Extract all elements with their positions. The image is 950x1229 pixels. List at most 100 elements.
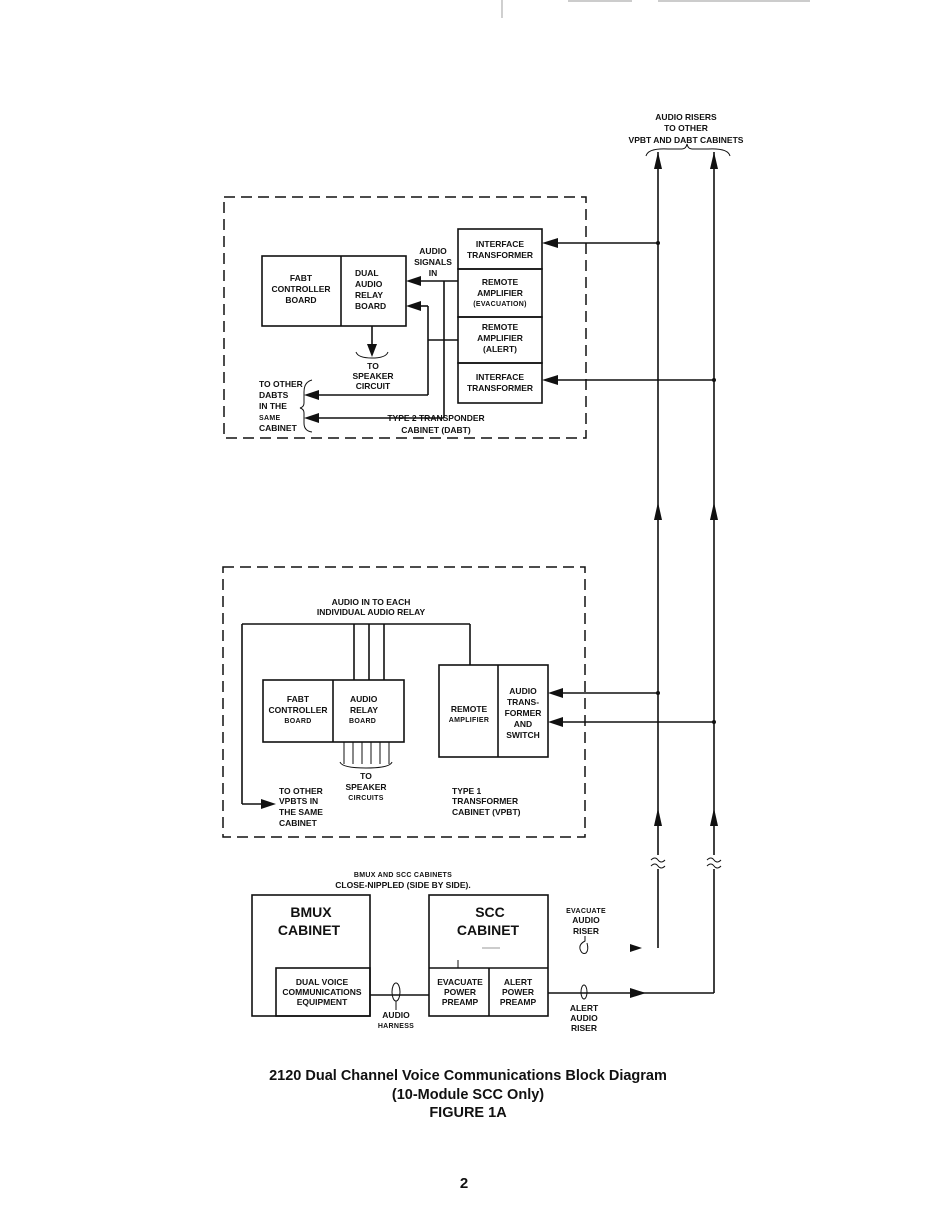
- break-mark-icon: [706, 857, 722, 869]
- dabt-cabinet-label: TYPE 2 TRANSPONDER CABINET (DABT): [387, 413, 484, 435]
- svg-text:TO OTHER: TO OTHER: [259, 379, 303, 389]
- figure-number: FIGURE 1A: [429, 1105, 507, 1121]
- arrow-left-icon: [406, 301, 421, 311]
- svg-text:RISER: RISER: [573, 926, 599, 936]
- svg-text:AUDIO IN TO EACH: AUDIO IN TO EACH: [332, 597, 411, 607]
- fabt-controller-board-label: FABT CONTROLLER BOARD: [271, 273, 330, 305]
- dabt-to-speaker-label: TO SPEAKER CIRCUIT: [352, 361, 393, 391]
- arrow-left-icon: [304, 390, 319, 400]
- arrow-right-icon: [630, 988, 646, 998]
- arrow-left-icon: [542, 238, 558, 248]
- dual-audio-relay-board-label: DUAL AUDIO RELAY BOARD: [355, 268, 386, 311]
- svg-text:AUDIO: AUDIO: [509, 686, 537, 696]
- svg-text:TRANS-: TRANS-: [507, 697, 539, 707]
- bmux-scc-section: BMUX AND SCC CABINETS CLOSE-NIPPLED (SID…: [251, 872, 714, 1033]
- svg-text:BOARD: BOARD: [284, 718, 311, 725]
- svg-text:TRANSFORMER: TRANSFORMER: [467, 383, 533, 393]
- riser-arrow-up-icon: [654, 808, 662, 826]
- svg-text:TYPE 2 TRANSPONDER: TYPE 2 TRANSPONDER: [387, 413, 484, 423]
- alert-audio-riser-label: ALERT AUDIO RISER: [570, 1003, 599, 1033]
- scc-cabinet-title: SCC: [475, 904, 505, 920]
- svg-text:DABTS: DABTS: [259, 390, 289, 400]
- riser-arrow-up-icon: [654, 502, 662, 520]
- svg-text:TYPE 1: TYPE 1: [452, 786, 482, 796]
- arrow-left-icon: [548, 717, 563, 727]
- svg-text:AMPLIFIER: AMPLIFIER: [477, 333, 523, 343]
- riser-arrow-up-icon: [654, 152, 662, 169]
- audio-harness-label: AUDIO HARNESS: [378, 1010, 414, 1030]
- svg-text:CABINET: CABINET: [278, 922, 341, 938]
- svg-text:BMUX AND SCC CABINETS: BMUX AND SCC CABINETS: [354, 872, 452, 879]
- svg-text:(ALERT): (ALERT): [483, 344, 517, 354]
- svg-text:TO OTHER: TO OTHER: [279, 786, 323, 796]
- riser-brace: [645, 143, 731, 157]
- arrow-right-icon: [630, 944, 642, 952]
- svg-text:IN: IN: [429, 268, 438, 278]
- figure-caption-title: 2120 Dual Channel Voice Communications B…: [269, 1068, 667, 1084]
- svg-text:AUDIO: AUDIO: [572, 915, 600, 925]
- svg-text:CABINET: CABINET: [457, 922, 520, 938]
- svg-text:FABT: FABT: [287, 694, 310, 704]
- svg-text:COMMUNICATIONS: COMMUNICATIONS: [282, 987, 361, 997]
- vpbt-cabinet-label: TYPE 1 TRANSFORMER CABINET (VPBT): [452, 786, 521, 817]
- svg-text:DUAL: DUAL: [355, 268, 379, 278]
- svg-text:POWER: POWER: [502, 987, 534, 997]
- evacuate-riser-coupling-icon: [579, 936, 589, 954]
- riser-arrow-up-icon: [710, 152, 718, 169]
- svg-text:IN THE: IN THE: [259, 401, 287, 411]
- svg-text:BOARD: BOARD: [285, 295, 316, 305]
- close-nippled-label: BMUX AND SCC CABINETS CLOSE-NIPPLED (SID…: [335, 872, 470, 890]
- svg-text:CLOSE-NIPPLED (SIDE BY SIDE).: CLOSE-NIPPLED (SIDE BY SIDE).: [335, 880, 470, 890]
- svg-text:RISER: RISER: [571, 1023, 597, 1033]
- svg-text:TRANSFORMER: TRANSFORMER: [452, 796, 518, 806]
- dabt-cabinet: FABT CONTROLLER BOARD DUAL AUDIO RELAY B…: [223, 196, 714, 439]
- svg-text:POWER: POWER: [444, 987, 476, 997]
- svg-text:TO: TO: [367, 361, 379, 371]
- svg-text:AUDIO RISERS: AUDIO RISERS: [655, 112, 717, 122]
- interface-transformer-bottom-box: [457, 362, 543, 404]
- svg-text:INTERFACE: INTERFACE: [476, 239, 525, 249]
- interface-transformer-top-box: [457, 228, 543, 270]
- svg-text:TO OTHER: TO OTHER: [664, 123, 708, 133]
- svg-text:SPEAKER: SPEAKER: [352, 371, 393, 381]
- figure-caption-subtitle: (10-Module SCC Only): [391, 1087, 545, 1103]
- svg-text:ALERT: ALERT: [504, 977, 533, 987]
- svg-text:FABT: FABT: [290, 273, 313, 283]
- svg-text:AUDIO: AUDIO: [570, 1013, 598, 1023]
- riser-lines: [650, 152, 722, 993]
- svg-text:ALERT: ALERT: [570, 1003, 599, 1013]
- svg-text:SWITCH: SWITCH: [506, 730, 540, 740]
- svg-text:CIRCUITS: CIRCUITS: [348, 795, 383, 802]
- vpbt-cabinet: AUDIO IN TO EACH INDIVIDUAL AUDIO RELAY …: [222, 566, 714, 838]
- svg-text:HARNESS: HARNESS: [378, 1023, 414, 1030]
- svg-text:BOARD: BOARD: [355, 301, 386, 311]
- svg-text:SAME: SAME: [259, 415, 280, 422]
- svg-text:VPBT AND DABT CABINETS: VPBT AND DABT CABINETS: [629, 135, 744, 145]
- riser-arrow-up-icon: [710, 502, 718, 520]
- arrow-right-icon: [261, 799, 276, 809]
- svg-text:AMPLIFIER: AMPLIFIER: [477, 288, 523, 298]
- dabt-board-box: [261, 255, 407, 327]
- break-mark-icon: [650, 857, 666, 869]
- page-number: 2: [459, 1175, 469, 1192]
- svg-text:CONTROLLER: CONTROLLER: [268, 705, 327, 715]
- vpbt-to-speaker-label: TO SPEAKER CIRCUITS: [345, 771, 386, 802]
- vpbt-cabinet-outline: [222, 566, 586, 838]
- bmux-cabinet-title: BMUX: [290, 904, 332, 920]
- arrow-left-icon: [548, 688, 563, 698]
- arrow-down-icon: [367, 344, 377, 357]
- svg-text:CABINET (DABT): CABINET (DABT): [401, 425, 471, 435]
- risers-label: AUDIO RISERS TO OTHER VPBT AND DABT CABI…: [629, 112, 744, 157]
- svg-text:EQUIPMENT: EQUIPMENT: [297, 997, 348, 1007]
- svg-text:RELAY: RELAY: [350, 705, 378, 715]
- svg-text:AND: AND: [514, 719, 532, 729]
- vpbt-audio-transformer-label: AUDIO TRANS- FORMER AND SWITCH: [505, 686, 542, 740]
- svg-text:TRANSFORMER: TRANSFORMER: [467, 250, 533, 260]
- svg-text:PREAMP: PREAMP: [442, 997, 479, 1007]
- vpbt-remote-amplifier-label: REMOTE AMPLIFIER: [449, 704, 489, 724]
- svg-text:SPEAKER: SPEAKER: [345, 782, 386, 792]
- alert-riser-coupling-icon: [580, 984, 588, 1000]
- svg-text:AUDIO: AUDIO: [350, 694, 378, 704]
- arrow-left-icon: [406, 276, 421, 286]
